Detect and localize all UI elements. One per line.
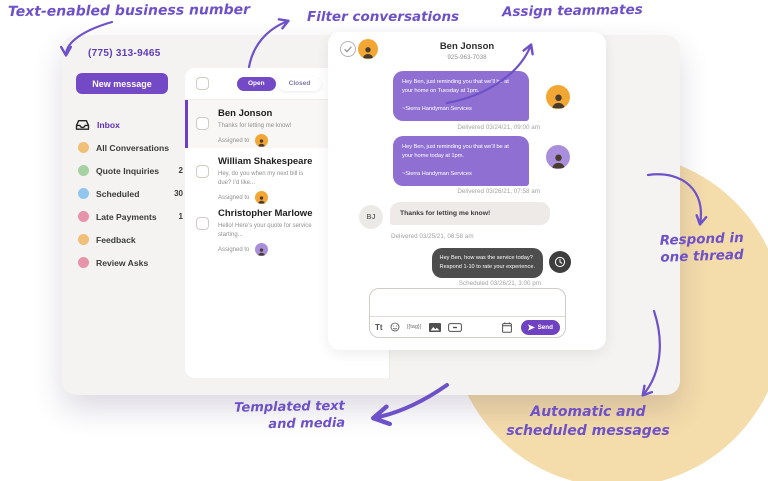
contact-initials-avatar: BJ — [359, 205, 383, 229]
sidebar-item-label: Scheduled — [96, 188, 140, 199]
outgoing-message: Hey Ben, just reminding you that we’ll b… — [393, 136, 529, 186]
annotation-templates: Templated text and media — [234, 398, 346, 433]
new-message-button[interactable]: New message — [76, 73, 168, 94]
scheduled-clock-icon[interactable] — [549, 251, 571, 273]
assignee-avatar — [255, 243, 269, 256]
text-format-icon[interactable]: Tt — [375, 322, 383, 332]
sidebar-item-label: Review Asks — [96, 257, 149, 268]
image-icon[interactable] — [428, 322, 441, 332]
category-dot — [78, 257, 89, 268]
assignee-avatar — [255, 134, 269, 147]
paper-plane-icon — [527, 323, 535, 331]
sidebar-item-label: Quote Inquiries — [96, 165, 160, 176]
message-preview: Hey, do you when my next bill is due? I’… — [218, 171, 304, 186]
contact-avatar[interactable] — [358, 39, 378, 59]
delivery-status: Delivered 03/26/21, 07:58 am — [457, 188, 540, 195]
category-dot — [78, 234, 89, 245]
message-composer: Tt {{tag}} Send — [369, 288, 566, 338]
business-phone-number: (775) 313-9465 — [88, 48, 161, 59]
sender-avatar — [546, 145, 570, 169]
calendar-icon[interactable] — [501, 321, 512, 333]
send-label: Send — [537, 323, 553, 331]
row-checkbox[interactable] — [196, 117, 209, 130]
message-preview: Thanks for letting me know! — [218, 123, 292, 129]
contact-name: Christopher Marlowe — [218, 208, 313, 219]
conversation-summary: William Shakespeare Hey, do you when my … — [218, 156, 343, 204]
delivery-status: Delivered 03/24/21, 09:00 am — [457, 124, 540, 131]
category-dot — [78, 211, 89, 222]
sender-avatar — [546, 85, 570, 109]
sidebar-item-all-conversations[interactable]: All Conversations — [73, 136, 185, 159]
category-dot — [78, 142, 89, 153]
inbox-icon — [75, 119, 90, 130]
tab-open[interactable]: Open — [237, 76, 276, 91]
category-dot — [78, 165, 89, 176]
conversation-summary: Ben Jonson Thanks for letting me know! A… — [218, 108, 343, 148]
sidebar-item-label: All Conversations — [96, 142, 170, 153]
row-checkbox[interactable] — [196, 165, 209, 178]
category-dot — [78, 188, 89, 199]
assigned-to-label: Assigned to — [218, 137, 250, 144]
template-tag-icon[interactable]: {{tag}} — [406, 324, 422, 330]
list-header: Open Closed — [185, 68, 389, 100]
assignee-avatar — [255, 191, 269, 204]
sidebar-item-review-asks[interactable]: Review Asks — [73, 251, 185, 274]
chat-contact-name: Ben Jonson — [439, 41, 495, 52]
annotation-thread: Respond in one thread — [659, 229, 745, 266]
sidebar-item-scheduled[interactable]: Scheduled 30 — [73, 182, 185, 205]
message-preview: Hello! Here’s your quote for service sta… — [218, 223, 312, 238]
send-button[interactable]: Send — [520, 319, 560, 335]
select-all-checkbox[interactable] — [196, 77, 209, 90]
outgoing-message: Hey Ben, just reminding you that we’ll b… — [393, 71, 529, 121]
incoming-message: Thanks for letting me know! — [390, 202, 550, 225]
annotation-automation: Automatic and scheduled messages — [506, 404, 670, 439]
annotation-filter: Filter conversations — [307, 9, 460, 25]
chat-panel: Ben Jonson 925-963-7038 Hey Ben, just re… — [328, 32, 606, 350]
scheduled-status: Scheduled 03/26/21, 3:00 pm — [458, 280, 541, 287]
sidebar-item-count: 1 — [178, 212, 183, 221]
contact-name: Ben Jonson — [218, 108, 273, 119]
chat-contact-phone: 925-963-7038 — [447, 54, 487, 61]
conversation-summary: Christopher Marlowe Hello! Here’s your q… — [218, 208, 343, 256]
emoji-icon[interactable] — [390, 322, 400, 332]
sidebar-item-late-payments[interactable]: Late Payments 1 — [73, 205, 185, 228]
sidebar: Inbox All Conversations Quote Inquiries … — [73, 113, 185, 274]
composer-toolbar: Tt {{tag}} Send — [370, 316, 565, 337]
sidebar-item-count: 2 — [178, 166, 183, 175]
assigned-to-label: Assigned to — [218, 194, 250, 201]
sidebar-item-feedback[interactable]: Feedback — [73, 228, 185, 251]
open-closed-toggle: Open Closed — [237, 76, 322, 91]
row-checkbox[interactable] — [196, 217, 209, 230]
scheduled-message: Hey Ben, how was the service today? Resp… — [431, 248, 543, 278]
annotation-assign: Assign teammates — [501, 1, 643, 21]
assigned-to-label: Assigned to — [218, 246, 250, 253]
contact-name: William Shakespeare — [218, 156, 313, 167]
annotation-phone-number: Text-enabled business number — [7, 1, 251, 21]
sidebar-item-inbox[interactable]: Inbox — [73, 113, 185, 136]
card-icon[interactable] — [447, 322, 462, 332]
mark-done-icon[interactable] — [340, 41, 356, 57]
delivery-status: Delivered 03/25/21, 08:58 am — [391, 233, 474, 240]
message-input[interactable] — [374, 292, 561, 314]
tab-closed[interactable]: Closed — [277, 76, 322, 91]
sidebar-item-label: Late Payments — [96, 211, 157, 222]
sidebar-item-count: 30 — [174, 189, 183, 198]
sidebar-item-quote-inquiries[interactable]: Quote Inquiries 2 — [73, 159, 185, 182]
sidebar-item-label: Feedback — [96, 234, 136, 245]
sidebar-item-label: Inbox — [97, 119, 120, 130]
